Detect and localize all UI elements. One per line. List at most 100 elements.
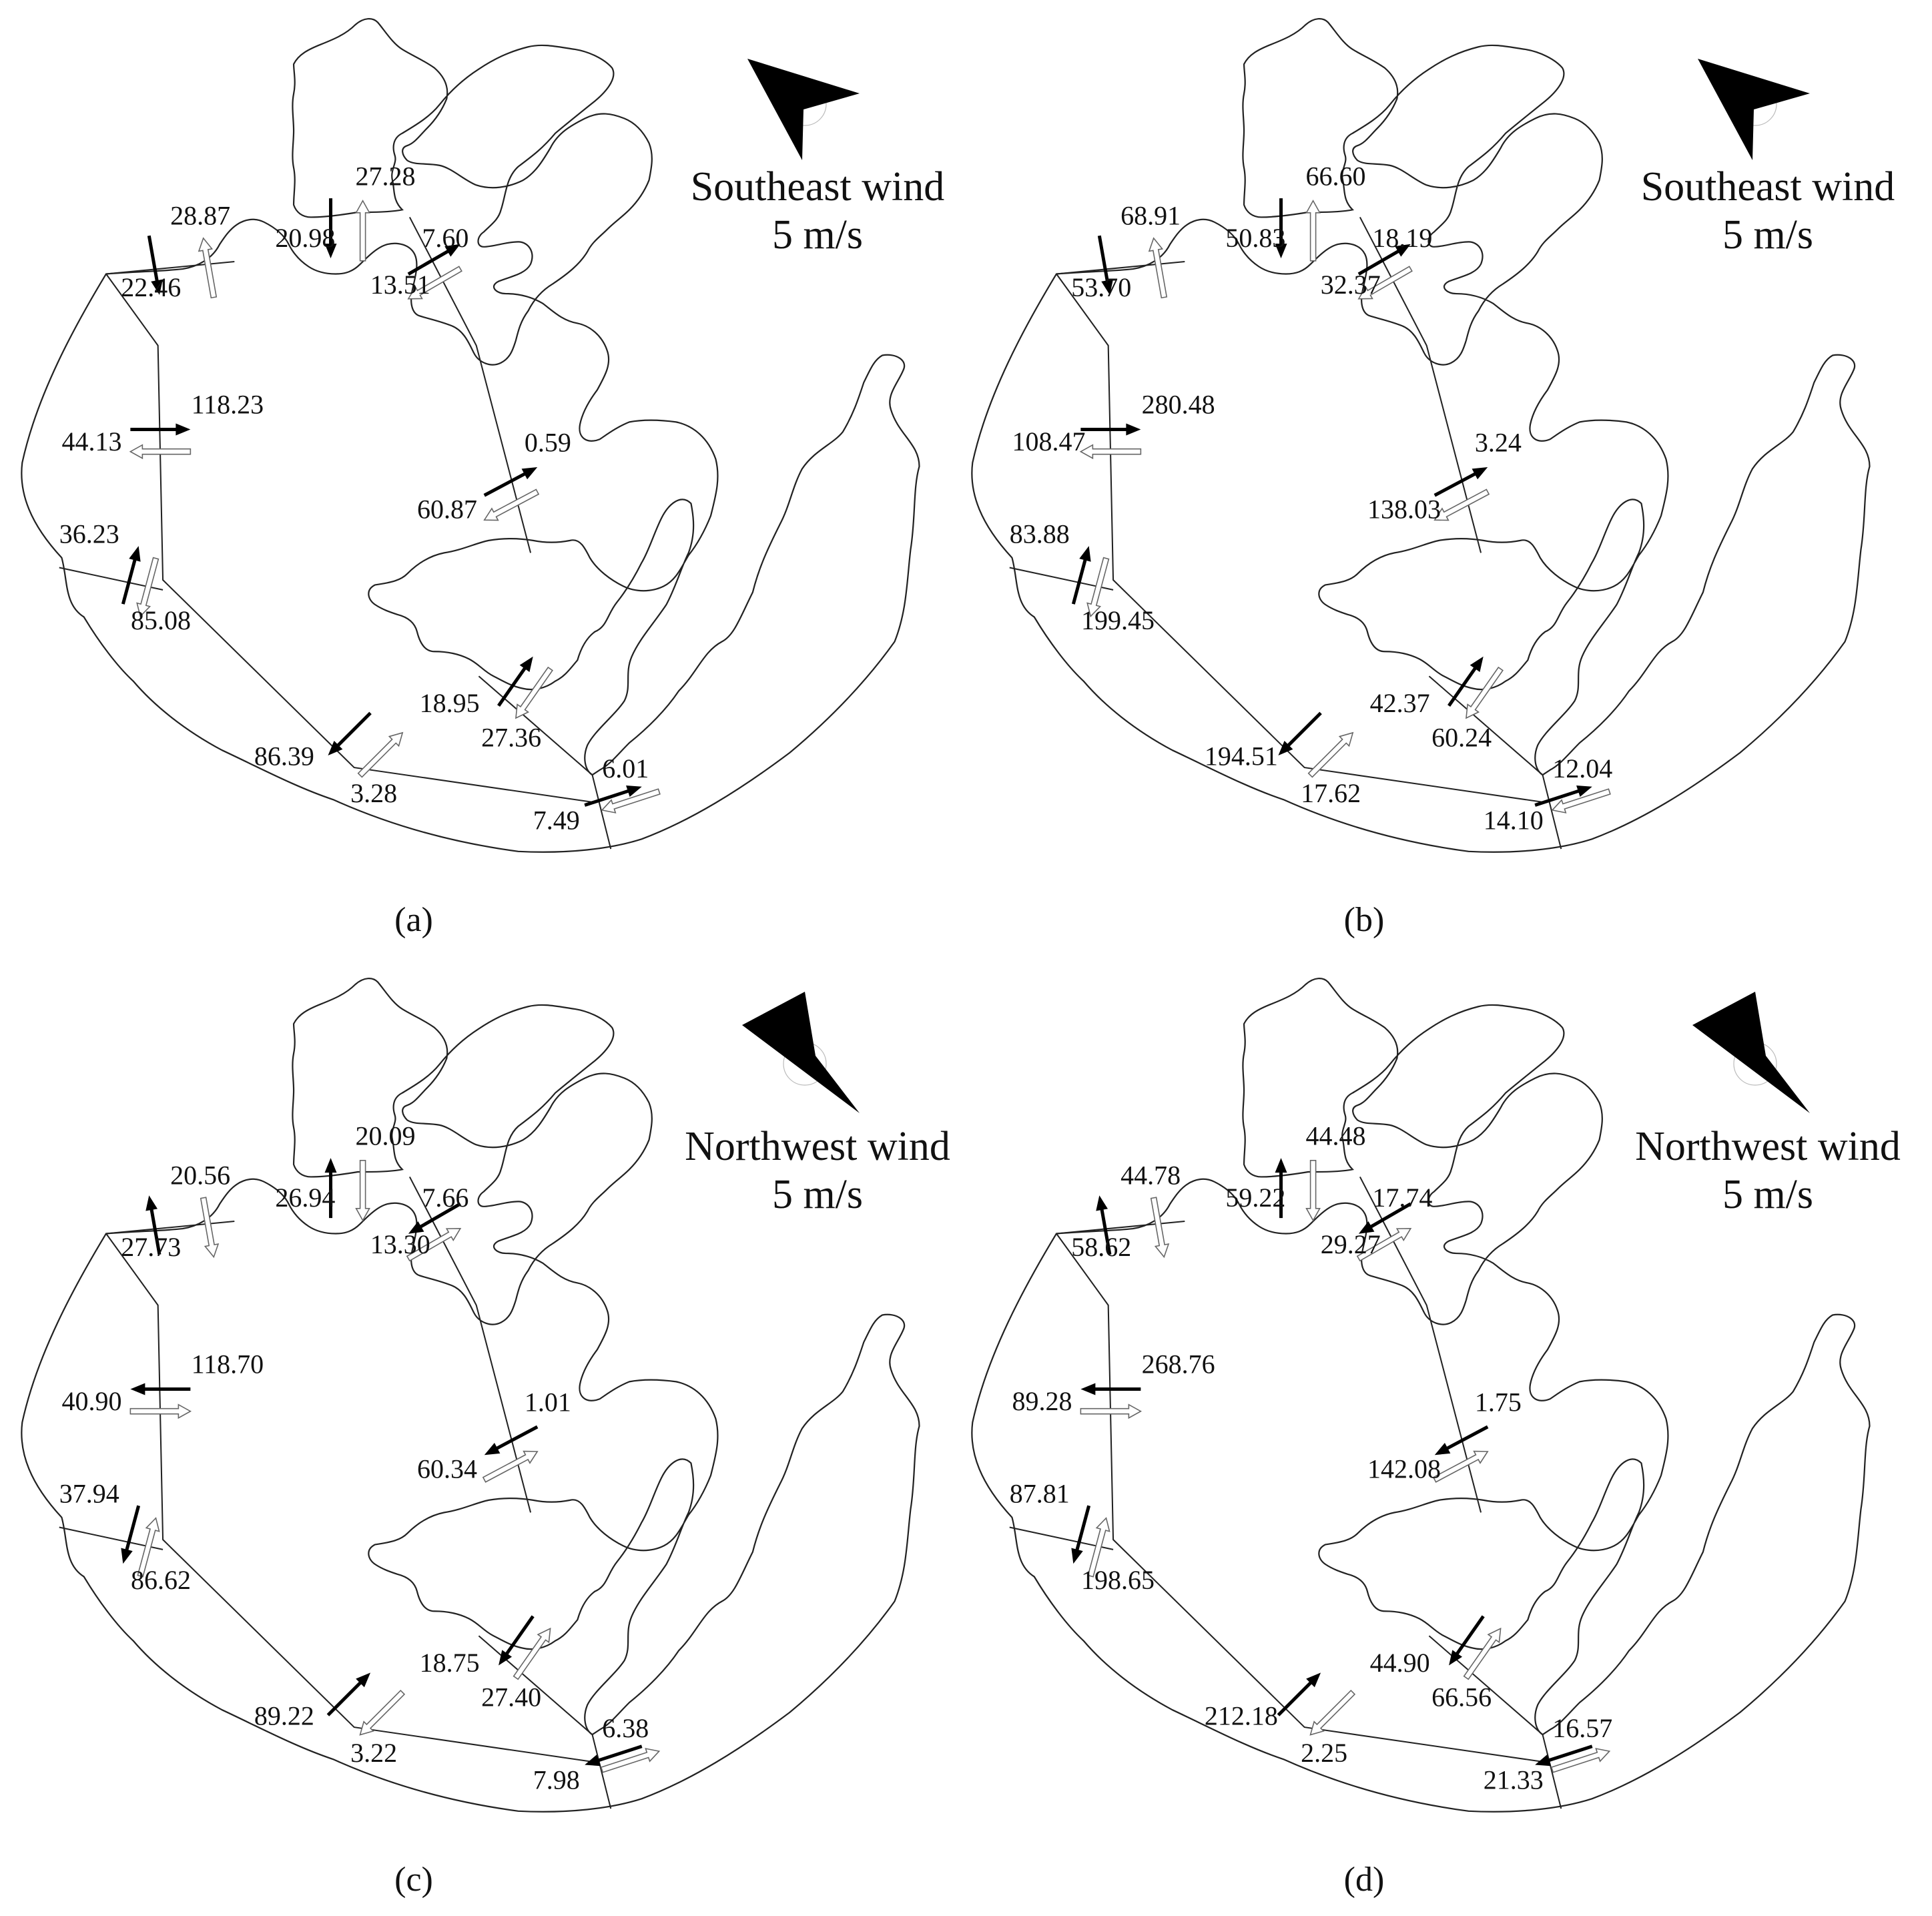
section-line — [1428, 1635, 1562, 1809]
flow-value-label: 198.65 — [1081, 1565, 1155, 1595]
flow-value-label: 108.47 — [1012, 426, 1085, 456]
panel-c: 20.0926.9420.5627.737.6613.30118.7040.90… — [21, 978, 950, 1899]
flow-value-label: 50.83 — [1225, 223, 1285, 253]
section-line — [1056, 260, 1185, 275]
panel-b: 66.60 50.83 68.91 53.70 18.19 32.37 280.48 108.… — [971, 18, 1895, 939]
lake-map — [21, 978, 920, 1813]
flow-arrows — [121, 1158, 661, 1773]
section-line — [1056, 1233, 1543, 1763]
flow-value-label: 17.74 — [1372, 1183, 1432, 1213]
wind-speed-label: 5 m/s — [1722, 1172, 1813, 1217]
flow-value-label: 85.08 — [131, 605, 191, 635]
flow-arrows — [1071, 1158, 1611, 1773]
flow-value-label: 20.98 — [275, 223, 335, 253]
wind-direction-label: Northwest wind — [685, 1124, 950, 1169]
panel-caption: (b) — [1344, 901, 1385, 939]
flow-value-label: 7.49 — [533, 806, 580, 836]
wind-arrow-icon — [747, 59, 860, 160]
section-line — [105, 1233, 593, 1763]
wind-speed-label: 5 m/s — [1722, 212, 1813, 258]
flow-value-label: 66.56 — [1431, 1682, 1492, 1712]
flow-value-label: 53.70 — [1071, 272, 1131, 302]
flow-value-label: 37.94 — [59, 1479, 119, 1509]
flow-value-label: 1.01 — [525, 1387, 571, 1417]
flow-value-label: 280.48 — [1142, 389, 1215, 419]
section-line — [478, 1635, 612, 1809]
flow-value-label: 44.13 — [61, 426, 121, 456]
flow-value-label: 212.18 — [1205, 1700, 1278, 1730]
flow-value-label: 18.19 — [1372, 223, 1432, 253]
flow-value-label: 6.01 — [602, 753, 649, 783]
flow-arrows — [1071, 198, 1611, 814]
flow-value-label: 36.23 — [59, 519, 119, 549]
flow-value-label: 32.37 — [1321, 270, 1381, 300]
flow-value-label: 60.24 — [1431, 723, 1492, 753]
flow-value-label: 86.62 — [131, 1565, 191, 1595]
panel-caption: (c) — [394, 1861, 433, 1899]
flow-value-label: 7.98 — [533, 1765, 580, 1795]
flow-value-label: 142.08 — [1367, 1454, 1441, 1484]
flow-arrows — [121, 198, 661, 814]
flow-value-label: 27.73 — [121, 1232, 181, 1262]
flow-value-label: 6.38 — [602, 1713, 649, 1743]
section-line — [105, 273, 593, 803]
flow-value-label: 58.62 — [1071, 1232, 1131, 1262]
wind-speed-label: 5 m/s — [772, 1172, 863, 1217]
flow-value-label: 18.95 — [420, 688, 480, 718]
flow-value-label: 1.75 — [1475, 1387, 1522, 1417]
wind-arrow-icon — [1698, 59, 1810, 160]
flow-value-label: 40.90 — [61, 1386, 121, 1416]
flow-value-label: 27.40 — [481, 1682, 541, 1712]
wind-direction-label: Southeast wind — [1641, 164, 1895, 210]
flow-value-label: 7.60 — [422, 223, 468, 253]
flow-value-label: 27.28 — [356, 161, 416, 191]
flow-value-label: 83.88 — [1010, 519, 1070, 549]
panel-caption: (d) — [1344, 1861, 1385, 1899]
flow-value-label: 87.81 — [1010, 1479, 1070, 1509]
flow-value-label: 21.33 — [1484, 1765, 1544, 1795]
flow-value-label: 12.04 — [1552, 753, 1612, 783]
flow-value-label: 28.87 — [170, 201, 230, 231]
flow-value-label: 60.34 — [417, 1454, 477, 1484]
flow-value-label: 3.28 — [350, 778, 397, 808]
flow-value-label: 0.59 — [525, 428, 571, 458]
flow-value-label: 22.46 — [121, 272, 181, 302]
flow-value-label: 59.22 — [1225, 1183, 1285, 1213]
wind-arrow-icon — [1692, 992, 1810, 1113]
flow-value-label: 27.36 — [481, 723, 541, 753]
lake-map — [21, 18, 920, 853]
flow-value-label: 86.39 — [254, 741, 314, 771]
panel-a: 27.2820.9828.8722.467.6013.51118.2344.13… — [21, 18, 945, 939]
wind-direction-label: Southeast wind — [691, 164, 945, 210]
lake-map — [971, 18, 1871, 853]
flow-value-label: 20.09 — [356, 1121, 416, 1151]
flow-value-label: 68.91 — [1120, 201, 1181, 231]
flow-value-label: 44.78 — [1120, 1161, 1181, 1191]
wind-speed-label: 5 m/s — [772, 212, 863, 258]
lake-outline — [971, 18, 1871, 853]
flow-value-label: 18.75 — [420, 1648, 480, 1678]
flow-value-label: 14.10 — [1484, 806, 1544, 836]
panel-caption: (a) — [394, 901, 433, 939]
wind-arrow-icon — [742, 992, 860, 1113]
flow-value-label: 44.90 — [1370, 1648, 1430, 1678]
panel-d: 44.4859.2244.7858.6217.7429.27268.7689.2… — [971, 978, 1901, 1899]
section-line — [1056, 1220, 1185, 1235]
lake-outline — [971, 978, 1871, 1813]
flow-value-label: 89.28 — [1012, 1386, 1072, 1416]
wind-direction-label: Northwest wind — [1635, 1124, 1901, 1169]
flow-value-label: 7.66 — [422, 1183, 468, 1213]
lake-outline — [21, 978, 920, 1813]
flow-value-label: 42.37 — [1370, 688, 1430, 718]
flow-value-label: 138.03 — [1367, 495, 1441, 525]
flow-value-label: 26.94 — [275, 1183, 335, 1213]
flow-value-label: 66.60 — [1306, 161, 1366, 191]
flow-value-label: 199.45 — [1081, 605, 1155, 635]
lake-map — [971, 978, 1871, 1813]
flow-value-label: 118.70 — [192, 1349, 264, 1379]
flow-value-label: 3.24 — [1475, 428, 1522, 458]
section-line — [105, 260, 235, 275]
section-line — [1056, 273, 1543, 803]
flow-value-label: 13.51 — [370, 270, 430, 300]
